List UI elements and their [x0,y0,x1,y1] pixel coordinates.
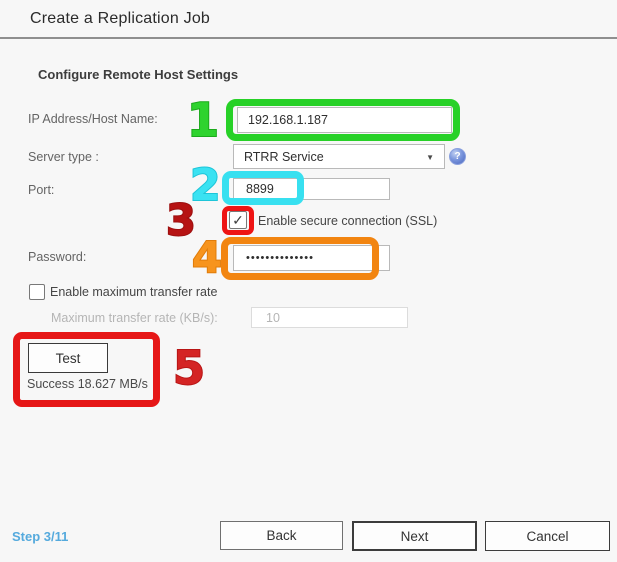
max-transfer-rate-checkbox-label: Enable maximum transfer rate [50,285,218,299]
help-icon[interactable]: ? [449,148,466,165]
cancel-button[interactable]: Cancel [485,521,610,551]
question-mark-glyph: ? [454,151,461,162]
test-result-text: Success 18.627 MB/s [27,377,148,391]
ip-address-label: IP Address/Host Name: [28,112,158,126]
step-indicator: Step 3/11 [12,529,69,544]
ssl-checkbox[interactable]: ✓ [229,211,247,229]
section-heading: Configure Remote Host Settings [38,67,239,82]
checkmark-icon: ✓ [232,211,244,228]
password-label: Password: [28,250,87,264]
annotation-number-3: 3 [165,196,197,246]
server-type-dropdown[interactable]: RTRR Service ▼ [233,144,445,169]
annotation-number-1: 1 [186,93,220,147]
max-transfer-rate-label: Maximum transfer rate (KB/s): [51,311,218,325]
ip-address-input[interactable] [237,107,452,133]
header-divider [0,37,617,39]
max-transfer-rate-checkbox[interactable] [29,284,45,300]
cancel-button-label: Cancel [526,528,569,544]
port-label: Port: [28,183,55,197]
server-type-value: RTRR Service [244,149,324,164]
back-button[interactable]: Back [220,521,343,550]
annotation-number-4: 4 [191,233,223,283]
ssl-checkbox-label: Enable secure connection (SSL) [258,214,438,228]
next-button-label: Next [400,528,429,544]
test-button-label: Test [55,350,81,366]
server-type-label: Server type : [28,150,99,164]
password-input[interactable] [233,245,390,271]
chevron-down-icon: ▼ [426,153,434,162]
max-transfer-rate-input [251,307,408,328]
port-input[interactable] [233,178,390,200]
dialog-title: Create a Replication Job [30,10,211,27]
back-button-label: Back [266,528,297,543]
test-button[interactable]: Test [28,343,108,373]
annotation-number-5: 5 [172,341,206,395]
next-button[interactable]: Next [352,521,477,551]
annotation-number-2: 2 [189,160,222,211]
